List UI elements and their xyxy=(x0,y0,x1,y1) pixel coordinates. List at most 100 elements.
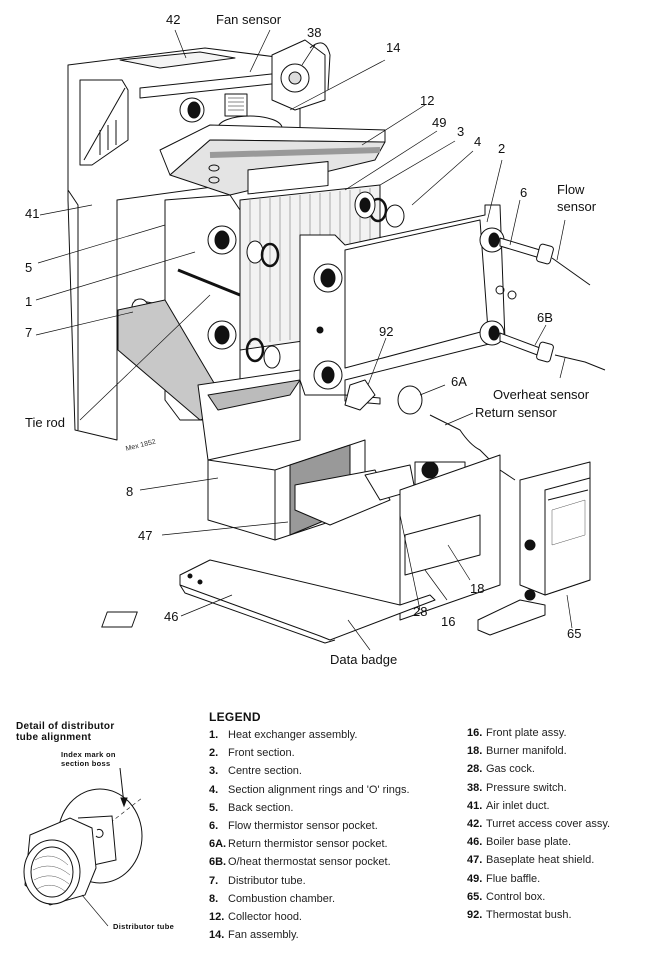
callout-14: 14 xyxy=(386,40,401,55)
legend-item-text: Front section. xyxy=(228,747,295,760)
legend-item-number: 28. xyxy=(467,763,483,776)
legend-item-number: 1. xyxy=(209,729,219,741)
callout-1: 1 xyxy=(25,294,33,309)
legend-item-number: 14. xyxy=(209,929,225,942)
callout-6B: 6B xyxy=(537,310,553,325)
alignment-rings-part xyxy=(245,191,405,369)
legend-left-column: 1.Heat exchanger assembly.2. Front sectio… xyxy=(209,728,410,946)
legend-item-number: 46. xyxy=(467,836,483,849)
callout-28: 28 xyxy=(413,604,428,619)
control-box-part xyxy=(477,461,591,636)
legend-item-text: Collector hood. xyxy=(228,910,302,923)
callout-3: 3 xyxy=(457,124,465,139)
legend-item-text: Combustion chamber. xyxy=(228,892,335,905)
callout-47: 47 xyxy=(138,528,153,543)
legend-item: 28.Gas cock. xyxy=(467,762,610,780)
callout-41: 41 xyxy=(25,206,40,221)
legend-item: 65.Control box. xyxy=(467,890,610,908)
exploded-diagram: 42 Fan sensor 38 14 12 49 3 4 2 6 Flow s… xyxy=(25,12,606,667)
callout-overheat-sensor: Overheat sensor xyxy=(493,387,590,402)
legend-item: 47.Baseplate heat shield. xyxy=(467,853,610,871)
legend-item: 42.Turret access cover assy. xyxy=(467,817,610,835)
callout-2: 2 xyxy=(498,141,506,156)
callout-42: 42 xyxy=(166,12,181,27)
legend-item: 12.Collector hood. xyxy=(209,910,410,928)
legend-item: 18.Burner manifold. xyxy=(467,744,610,762)
legend-item-text: Gas cock. xyxy=(486,763,535,776)
callout-46: 46 xyxy=(164,609,179,624)
legend-item-number: 6. xyxy=(209,819,219,832)
legend-item: 5.Back section. xyxy=(209,801,410,819)
legend-item: 6A.Return thermistor sensor pocket. xyxy=(209,837,410,855)
legend-item: 49.Flue baffle. xyxy=(467,872,610,890)
legend-item: 46.Boiler base plate. xyxy=(467,835,610,853)
legend-item: 7.Distributor tube. xyxy=(209,874,410,892)
legend-item: 38.Pressure switch. xyxy=(467,781,610,799)
legend-item: 16.Front plate assy. xyxy=(467,726,610,744)
callout-38: 38 xyxy=(307,25,322,40)
legend-item-number: 41. xyxy=(467,799,483,812)
callout-6: 6 xyxy=(520,185,528,200)
legend-item: 4. Section alignment rings and 'O' rings. xyxy=(209,783,410,801)
distributor-tube-label: Distributor tube xyxy=(113,922,175,931)
legend-item-text: Burner manifold. xyxy=(486,745,567,758)
detail-title-line1: Detail of distributor xyxy=(16,721,115,732)
legend-item: 92.Thermostat bush. xyxy=(467,908,610,926)
callout-6A: 6A xyxy=(451,374,467,389)
callout-8: 8 xyxy=(126,484,134,499)
legend-item: 8. Combustion chamber. xyxy=(209,892,410,910)
callout-7: 7 xyxy=(25,325,33,340)
legend-item-number: 6B. xyxy=(209,856,227,869)
callout-fan-sensor: Fan sensor xyxy=(216,12,282,27)
legend-item-number: 18. xyxy=(467,745,483,758)
callout-12: 12 xyxy=(420,93,435,108)
legend-item-text: O/heat thermostat sensor pocket. xyxy=(228,856,391,869)
detail-title-line2: tube alignment xyxy=(16,732,92,743)
legend-item: 1.Heat exchanger assembly. xyxy=(209,728,410,746)
legend-item: 3. Centre section. xyxy=(209,764,410,782)
distributor-tube-detail: Detail of distributor tube alignment Ind… xyxy=(0,700,200,968)
legend-item-number: 65. xyxy=(467,890,483,903)
callout-4: 4 xyxy=(474,134,482,149)
leader-lines xyxy=(35,29,573,651)
index-mark-line1: Index mark on xyxy=(61,750,116,759)
legend-item-number: 16. xyxy=(467,727,483,739)
legend-item-number: 3. xyxy=(209,765,219,778)
boiler-illustration xyxy=(35,29,606,651)
legend-item-text: Air inlet duct. xyxy=(486,799,550,812)
callout-18: 18 xyxy=(470,581,485,596)
distributor-tube-illustration xyxy=(23,767,143,927)
index-mark-label: Index mark on section boss xyxy=(61,750,116,768)
legend-item-text: Front plate assy. xyxy=(486,727,567,739)
callout-65: 65 xyxy=(567,626,582,641)
legend-item: 6.Flow thermistor sensor pocket. xyxy=(209,819,410,837)
legend-item-text: Distributor tube. xyxy=(228,874,306,887)
callout-return-sensor: Return sensor xyxy=(475,405,557,420)
callout-data-badge: Data badge xyxy=(330,652,398,667)
legend-item-number: 4. xyxy=(209,783,219,796)
sensor-pockets-part xyxy=(344,237,606,481)
legend-item-text: Control box. xyxy=(486,890,546,903)
index-mark-line2: section boss xyxy=(61,759,111,768)
callout-49: 49 xyxy=(432,115,447,130)
legend-item: 2. Front section. xyxy=(209,746,410,764)
legend-item-text: Centre section. xyxy=(228,765,302,778)
legend-item-text: Section alignment rings and 'O' rings. xyxy=(228,783,410,796)
legend-item-text: Fan assembly. xyxy=(228,929,299,942)
legend-item-number: 8. xyxy=(209,892,219,905)
legend-item-number: 2. xyxy=(209,747,219,760)
legend-item-text: Back section. xyxy=(228,801,294,814)
callout-5: 5 xyxy=(25,260,33,275)
legend-item-text: Turret access cover assy. xyxy=(486,817,611,830)
legend-item-text: Boiler base plate. xyxy=(486,836,571,849)
callout-tie-rod: Tie rod xyxy=(25,415,65,430)
callout-92: 92 xyxy=(379,324,394,339)
legend-title: LEGEND xyxy=(209,710,261,724)
legend-item: 14.Fan assembly. xyxy=(209,928,410,946)
legend-item-text: Pressure switch. xyxy=(486,781,567,794)
legend-item-text: Flue baffle. xyxy=(486,872,541,885)
legend-item-text: Baseplate heat shield. xyxy=(486,854,595,867)
legend-item-number: 12. xyxy=(209,910,225,923)
legend-item-number: 47. xyxy=(467,854,483,867)
legend-item-text: Return thermistor sensor pocket. xyxy=(228,838,388,851)
